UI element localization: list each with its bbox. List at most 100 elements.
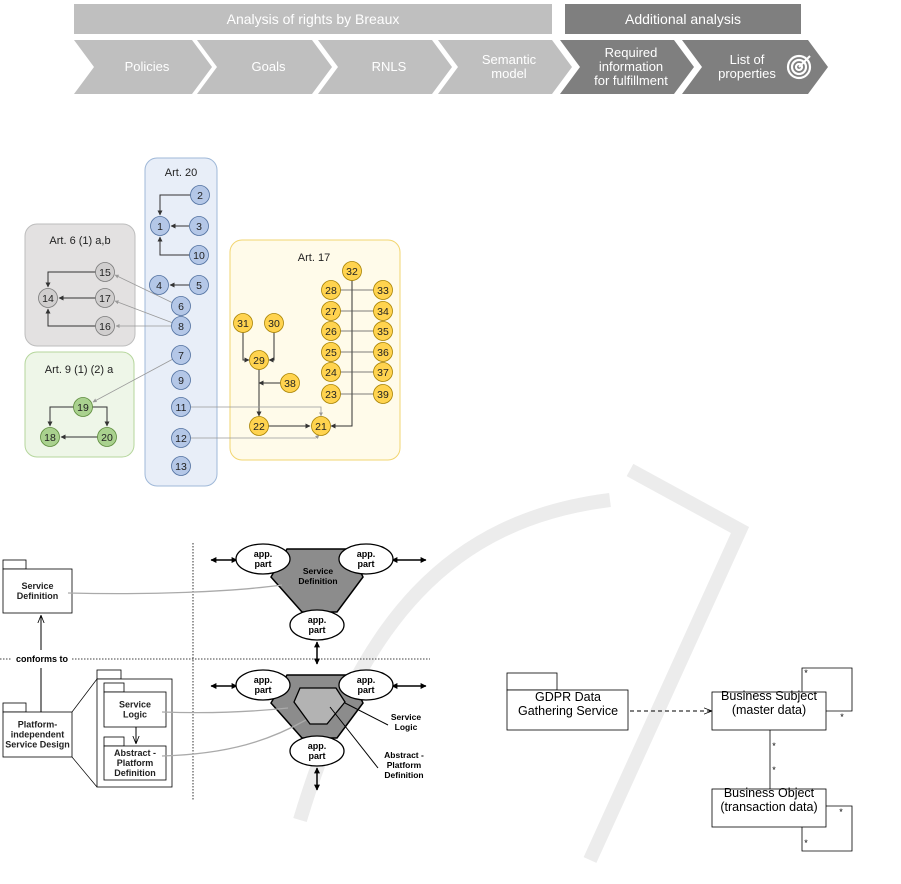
node-circle <box>321 301 341 321</box>
node-label: 13 <box>175 461 187 473</box>
node-circle <box>95 288 115 308</box>
article-group-title: Art. 17 <box>298 252 330 264</box>
requirement-node-28: 28 <box>321 280 341 300</box>
node-circle <box>311 416 331 436</box>
node-circle <box>321 342 341 362</box>
node-circle <box>321 384 341 404</box>
requirement-node-8: 8 <box>171 316 191 336</box>
node-circle <box>280 373 300 393</box>
node-circle <box>38 288 58 308</box>
package-body <box>2 711 73 758</box>
node-label: 30 <box>268 318 280 330</box>
article-group-art-17 <box>229 239 401 461</box>
node-circle <box>321 321 341 341</box>
dependency-arrow <box>190 406 323 417</box>
node-circle <box>171 345 191 365</box>
process-step-semantic-model <box>438 40 572 94</box>
breaux-header-label: Analysis of rights by Breaux <box>227 11 400 27</box>
dependency-arrow <box>45 308 96 327</box>
app-part-ellipse <box>338 543 394 575</box>
business-subject-class <box>711 691 827 731</box>
node-label: 11 <box>176 402 187 414</box>
requirement-node-13: 13 <box>171 456 191 476</box>
requirement-node-4: 4 <box>149 275 169 295</box>
node-circle <box>373 301 393 321</box>
requirement-node-32: 32 <box>342 261 362 281</box>
app-part-label: app.part <box>357 549 376 569</box>
article-group-title: Art. 20 <box>165 167 197 179</box>
requirement-node-20: 20 <box>97 427 117 447</box>
zoom-line <box>71 756 98 788</box>
node-label: 1 <box>157 221 163 233</box>
node-label: 10 <box>193 250 205 262</box>
dependency-arrow <box>114 274 174 304</box>
node-label: 32 <box>346 266 358 278</box>
node-circle <box>149 275 169 295</box>
business-object-class <box>711 788 827 828</box>
label-bg <box>12 652 72 665</box>
service-logic-hexagon <box>293 687 346 725</box>
node-circle <box>171 397 191 417</box>
article-group-title: Art. 6 (1) a,b <box>49 235 110 247</box>
multiplicity-label: * <box>840 712 844 722</box>
target-ring <box>786 54 812 80</box>
node-label: 28 <box>325 285 337 297</box>
article-group-title: Art. 9 (1) (2) a <box>45 364 114 376</box>
node-label: 39 <box>377 389 389 401</box>
node-label: 2 <box>197 190 203 202</box>
requirement-node-12: 12 <box>171 428 191 448</box>
node-label: 31 <box>237 318 249 330</box>
node-circle <box>249 416 269 436</box>
package-tab <box>103 682 125 693</box>
dependency-arrow <box>92 358 174 403</box>
requirement-node-29: 29 <box>249 350 269 370</box>
node-circle <box>233 313 253 333</box>
multiplicity-label: * <box>772 765 776 775</box>
package-body <box>2 568 73 614</box>
node-label: 4 <box>156 280 162 292</box>
requirement-node-17: 17 <box>95 288 115 308</box>
node-label: 34 <box>377 306 389 318</box>
dependency-arrow <box>114 300 174 324</box>
requirement-node-23: 23 <box>321 384 341 404</box>
node-label: 6 <box>178 301 184 313</box>
requirement-node-19: 19 <box>73 397 93 417</box>
node-circle <box>171 316 191 336</box>
node-label: 38 <box>284 378 296 390</box>
process-step-label: RNLS <box>372 59 407 74</box>
requirement-node-3: 3 <box>189 216 209 236</box>
node-label: 5 <box>196 280 202 292</box>
node-circle <box>40 427 60 447</box>
package-body <box>103 745 167 781</box>
self-association <box>801 667 853 712</box>
requirement-node-18: 18 <box>40 427 60 447</box>
requirement-node-11: 11 <box>171 397 191 417</box>
conforms-to-label: conforms to <box>16 654 69 664</box>
app-part-ellipse <box>289 735 345 767</box>
requirement-node-16: 16 <box>95 316 115 336</box>
requirement-node-21: 21 <box>311 416 331 436</box>
node-label: 37 <box>377 367 389 379</box>
app-part-ellipse <box>289 609 345 641</box>
gdpr-service-package <box>506 689 629 731</box>
requirement-node-6: 6 <box>171 296 191 316</box>
dependency-arrow <box>45 271 96 288</box>
node-circle <box>150 216 170 236</box>
mapping-connector <box>161 719 307 757</box>
node-label: 33 <box>377 285 389 297</box>
multiplicity-label: * <box>772 741 776 751</box>
node-label: 17 <box>99 293 111 305</box>
requirement-node-35: 35 <box>373 321 393 341</box>
node-label: 20 <box>101 432 113 444</box>
multiplicity-label: * <box>804 838 808 848</box>
node-label: 25 <box>325 347 337 359</box>
requirement-node-36: 36 <box>373 342 393 362</box>
app-part-label: app.part <box>308 615 327 635</box>
